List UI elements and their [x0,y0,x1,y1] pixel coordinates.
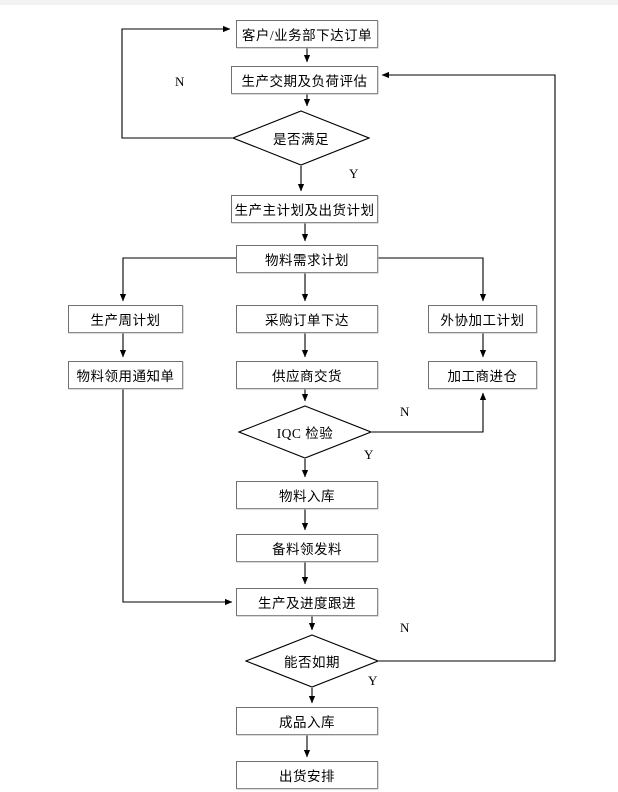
node-purchase-order-release[interactable]: 采购订单下达 [236,305,378,333]
node-ontime-decision[interactable]: 能否如期 [245,634,379,688]
edge-iqc-no-to-procin [372,392,487,433]
node-shipping-label: 出货安排 [279,769,335,784]
diamond-shape [232,110,370,166]
node-satisfy-decision[interactable]: 是否满足 [232,110,370,166]
diamond-shape [245,634,379,688]
node-delivery-load-assessment[interactable]: 生产交期及负荷评估 [231,66,378,94]
node-shipping-arrangement[interactable]: 出货安排 [236,761,378,789]
node-outsource-label: 外协加工计划 [440,313,525,328]
node-master-shipping-plan[interactable]: 生产主计划及出货计划 [231,195,378,223]
node-production-progress-tracking[interactable]: 生产及进度跟进 [236,588,378,616]
node-track-label: 生产及进度跟进 [258,596,356,611]
branch-label-ontime-yes: Y [368,673,378,688]
branch-label-iqc-no: N [400,404,410,419]
top-strip [0,0,618,5]
node-outsourcing-plan[interactable]: 外协加工计划 [428,305,537,333]
branch-label-ontime-no: N [400,620,410,635]
node-mrp[interactable]: 物料需求计划 [236,245,378,273]
node-fginbound-label: 成品入库 [279,715,335,730]
diamond-shape [238,405,372,459]
node-material-requisition-notice[interactable]: 物料领用通知单 [68,361,183,389]
node-material-inbound[interactable]: 物料入库 [236,481,378,509]
node-weekplan-label: 生产周计划 [90,313,161,328]
node-finished-goods-inbound[interactable]: 成品入库 [236,707,378,735]
branch-label-iqc-yes: Y [364,447,374,462]
edge-mrp-to-outsource [378,257,487,302]
node-matnotice-label: 物料领用通知单 [76,369,175,384]
node-satisfy-label: 是否满足 [273,132,329,147]
node-assess-label: 生产交期及负荷评估 [241,74,368,89]
node-weekly-production-plan[interactable]: 生产周计划 [68,305,183,333]
node-iqc-decision[interactable]: IQC 检验 [238,405,372,459]
branch-label-satisfy-yes: Y [349,166,359,181]
edge-mrp-to-weekplan [119,257,236,302]
node-purchase-label: 采购订单下达 [265,313,349,328]
node-supplier-delivery[interactable]: 供应商交货 [236,361,378,389]
node-mrp-label: 物料需求计划 [265,253,349,268]
node-material-preparation-issue[interactable]: 备料领发料 [236,534,378,562]
node-order[interactable]: 客户/业务部下达订单 [236,20,378,48]
node-issue-label: 备料领发料 [272,542,342,557]
node-order-label: 客户/业务部下达订单 [241,28,373,43]
node-supplier-label: 供应商交货 [272,369,342,384]
node-procin-label: 加工商进仓 [447,369,518,384]
node-iqc-label: IQC 检验 [276,426,334,441]
edge-matnotice-to-track [122,389,233,606]
node-matin-label: 物料入库 [279,489,335,504]
branch-label-satisfy-no: N [175,74,185,89]
node-masterplan-label: 生产主计划及出货计划 [234,203,375,218]
node-ontime-label: 能否如期 [284,655,340,670]
node-processor-warehousing[interactable]: 加工商进仓 [428,361,537,389]
